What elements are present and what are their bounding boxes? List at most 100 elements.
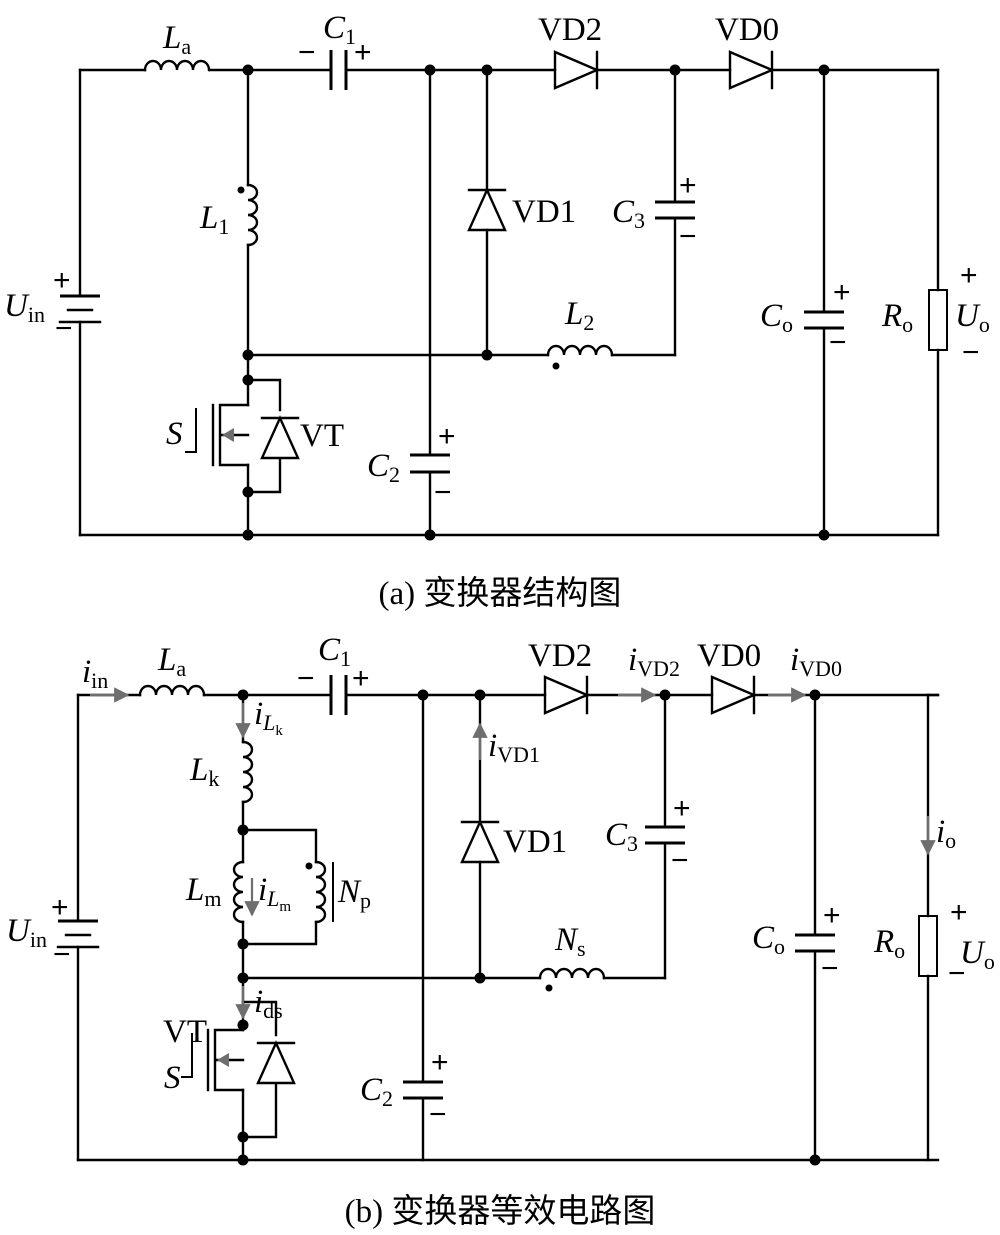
C1b-plus: +: [352, 662, 370, 695]
label-VD0: VD0: [715, 12, 779, 48]
label-La: La: [162, 20, 191, 59]
label-C3-b: C3: [605, 817, 638, 856]
Co-plus: +: [833, 276, 851, 309]
diode-VD1: [467, 187, 507, 232]
label-Lk: Lk: [189, 752, 219, 791]
label-iVD0: iVD0: [790, 642, 842, 681]
diode-VD2-b: [543, 675, 591, 715]
caption-b: (b) 变换器等效电路图: [345, 1193, 656, 1230]
source-Uin-b: [56, 919, 100, 949]
inductor-Lk: [241, 740, 254, 804]
source-Uin: [58, 294, 102, 324]
C3-minus: −: [679, 220, 697, 253]
Uinb-minus: −: [53, 938, 71, 971]
label-VD2: VD2: [538, 12, 602, 48]
resistor-Ro-b: [918, 915, 938, 977]
label-Ro-b: Ro: [873, 924, 905, 963]
dot-L2: [552, 362, 560, 370]
label-iVD2: iVD2: [628, 642, 680, 681]
capacitor-C1-b: [329, 675, 348, 715]
resistor-Ro: [928, 289, 948, 351]
diode-VD0: [728, 50, 776, 90]
diagram-a: La C1 − + VD2 VD0 L1 VD1 C3 + − L2 Uin +…: [4, 10, 990, 612]
label-Np: Np: [337, 874, 371, 913]
label-Uo-b: Uo: [960, 935, 995, 974]
winding-Np: [305, 860, 334, 924]
dot-L1: [237, 186, 245, 194]
diode-VT-b: [256, 1040, 296, 1085]
label-VD0-b: VD0: [697, 638, 761, 674]
label-VT-b: VT: [163, 1014, 207, 1050]
label-Ns: Ns: [554, 922, 586, 961]
inductor-L1: [237, 183, 259, 247]
capacitor-Co: [804, 310, 844, 330]
label-C1: C1: [323, 10, 356, 49]
dot-Np: [305, 862, 313, 870]
capacitor-C1: [329, 50, 348, 90]
C2b-plus: +: [431, 1046, 449, 1079]
label-Uo: Uo: [955, 298, 990, 337]
inductor-La-b: [138, 684, 206, 697]
label-VD2-b: VD2: [528, 638, 592, 674]
label-ids: ids: [254, 984, 283, 1023]
capacitor-Co-b: [795, 933, 835, 953]
inductor-Lm: [232, 860, 245, 924]
label-Uin: Uin: [4, 288, 45, 327]
label-C1-b: C1: [318, 632, 351, 671]
inductor-L2: [546, 344, 614, 370]
capacitor-C2-b: [403, 1080, 443, 1100]
label-Lm: Lm: [185, 872, 221, 911]
label-iLk: iLk: [254, 696, 283, 739]
label-S: S: [166, 416, 183, 452]
C2-plus: +: [438, 420, 456, 453]
C2-minus: −: [434, 476, 452, 509]
Uob-plus: +: [950, 896, 968, 929]
capacitor-C2: [410, 453, 450, 474]
Uob-minus: −: [948, 957, 966, 990]
label-Ro: Ro: [881, 298, 913, 337]
C3-plus: +: [679, 169, 697, 202]
wires-a: [78, 68, 940, 537]
junctions-a: [242, 64, 830, 541]
mosfet-S-b: [181, 1028, 245, 1092]
diode-VD2: [553, 50, 601, 90]
label-C2-b: C2: [360, 1072, 393, 1111]
label-La-b: La: [157, 642, 186, 681]
Cob-minus: −: [821, 952, 839, 985]
mosfet-S: [185, 403, 250, 467]
diode-VD1-b: [460, 819, 500, 864]
Uin-plus: +: [53, 264, 71, 297]
label-Uin-b: Uin: [6, 913, 47, 952]
C1-minus: −: [298, 36, 316, 69]
inductor-La: [143, 59, 211, 72]
label-C2: C2: [367, 448, 400, 487]
Uo-minus: −: [962, 336, 980, 369]
labels-a: La C1 − + VD2 VD0 L1 VD1 C3 + − L2 Uin +…: [4, 10, 990, 509]
junctions-b: [237, 689, 821, 1166]
C1-plus: +: [354, 36, 372, 69]
label-io: io: [936, 814, 956, 853]
capacitor-C3-b: [645, 825, 685, 845]
current-arrows: [90, 687, 936, 1020]
labels-b: iin La C1 − + VD2 iVD2 VD0 iVD0 iLk Lk i…: [6, 632, 995, 1131]
C1b-minus: −: [297, 662, 315, 695]
Uo-plus: +: [960, 259, 978, 292]
Cob-plus: +: [823, 899, 841, 932]
label-Co-b: Co: [752, 920, 785, 959]
C2b-minus: −: [429, 1098, 447, 1131]
capacitor-C3: [655, 200, 695, 220]
diode-VT: [260, 415, 300, 460]
Uin-minus: −: [55, 312, 73, 345]
label-iVD1: iVD1: [488, 728, 540, 767]
label-iLm: iLm: [258, 872, 291, 915]
winding-Ns: [538, 967, 606, 992]
dot-Ns: [545, 984, 553, 992]
label-C3: C3: [612, 194, 645, 233]
label-S-b: S: [164, 1060, 181, 1096]
label-VT: VT: [300, 418, 344, 454]
label-Co: Co: [760, 298, 793, 337]
caption-a: (a) 变换器结构图: [379, 575, 622, 612]
label-L2: L2: [564, 296, 594, 335]
C3b-minus: −: [671, 844, 689, 877]
C3b-plus: +: [673, 792, 691, 825]
